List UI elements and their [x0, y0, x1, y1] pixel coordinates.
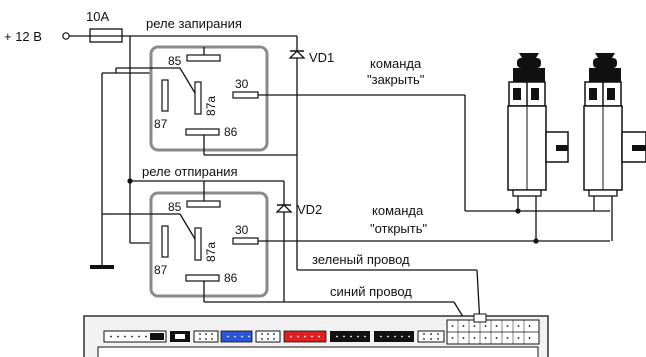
close-command-line1: команда — [370, 56, 422, 71]
diode-vd2-label: VD2 — [297, 202, 322, 217]
connector-red — [283, 330, 327, 343]
green-wire-label: зеленый провод — [312, 252, 410, 267]
connector-white-2 — [255, 330, 281, 343]
connector-white-1 — [103, 330, 167, 343]
open-command-line1: команда — [372, 203, 424, 218]
actuator-right — [583, 53, 646, 241]
diode-vd1-label: VD1 — [309, 50, 334, 65]
relay-lock-pin-86: 86 — [224, 125, 238, 139]
relay-unlock-pin-30: 30 — [235, 223, 249, 237]
diode-vd1 — [288, 50, 306, 59]
relay-unlock-pin-87: 87 — [154, 263, 168, 277]
relay-unlock-title: реле отпирания — [142, 164, 238, 179]
connector-white-small — [193, 330, 219, 343]
relay-lock-title: реле запирания — [146, 16, 242, 31]
connector-blue — [220, 330, 253, 343]
relay-unlock-pin-86: 86 — [224, 271, 238, 285]
alarm-unit — [83, 313, 549, 357]
relay-lock-pin-87: 87 — [154, 117, 168, 131]
relay-lock: 85 87 87a 30 86 — [115, 45, 269, 152]
relay-unlock-pin-85: 85 — [168, 200, 182, 214]
relay-unlock: 85 87 87a 30 86 — [116, 181, 269, 298]
connector-black-1 — [330, 331, 370, 342]
relay-lock-pin-87a: 87a — [204, 96, 218, 116]
blue-wire-label: синий провод — [330, 284, 412, 299]
power-terminal — [62, 32, 70, 40]
diode-vd2 — [275, 204, 293, 213]
power-label: + 12 В — [4, 29, 42, 44]
relay-unlock-pin-87a: 87a — [204, 242, 218, 262]
connector-main-grid — [446, 313, 540, 345]
fuse-label: 10А — [86, 9, 109, 24]
actuator-left — [507, 53, 569, 241]
connector-white-3 — [417, 330, 445, 343]
close-command-line2: "закрыть" — [367, 72, 425, 87]
relay-lock-pin-85: 85 — [168, 54, 182, 68]
relay-lock-pin-30: 30 — [235, 77, 249, 91]
connector-black-small — [170, 331, 190, 342]
connector-black-2 — [374, 331, 414, 342]
open-command-line2: "открыть" — [370, 221, 428, 236]
